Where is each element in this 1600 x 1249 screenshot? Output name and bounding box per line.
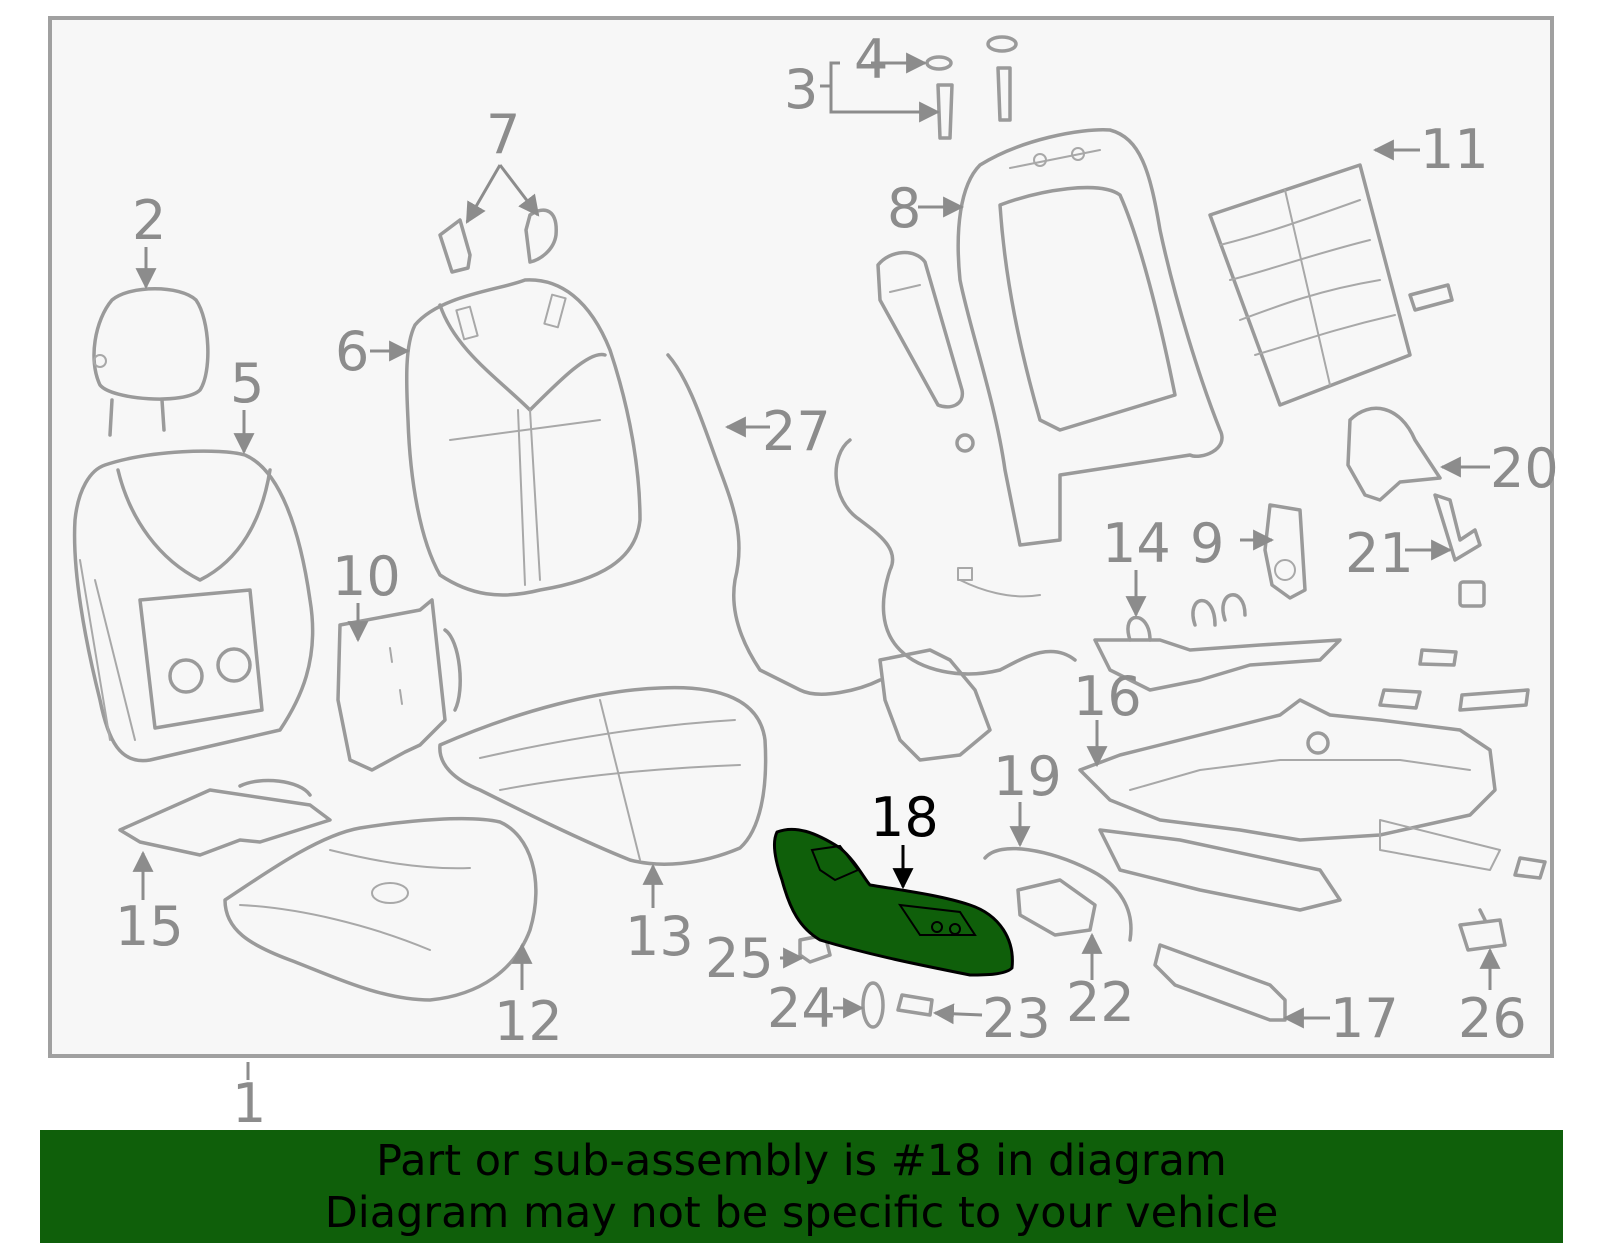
callout-12: 12 (494, 990, 563, 1053)
part-6-back-cushion (404, 278, 642, 597)
part-10-back-panel (336, 598, 462, 772)
leader-lines (132, 52, 1501, 1080)
callout-5: 5 (230, 352, 264, 415)
part-8-back-frame (956, 128, 1224, 547)
info-banner: Part or sub-assembly is #18 in diagram D… (40, 1130, 1563, 1243)
callout-10: 10 (332, 545, 401, 608)
callout-23: 23 (982, 987, 1051, 1050)
callout-13: 13 (625, 905, 694, 968)
part-27-wire-harness (666, 353, 1077, 762)
part-16-seat-frame (1078, 698, 1501, 912)
part-19-cable (983, 846, 1133, 942)
part-18-side-shield (773, 827, 1014, 977)
part-20-cover (1346, 406, 1442, 502)
callout-11: 11 (1420, 118, 1489, 181)
callout-20: 20 (1490, 437, 1559, 500)
part-23-switch (896, 993, 934, 1017)
callout-21: 21 (1345, 522, 1414, 585)
callout-27: 27 (762, 400, 831, 463)
callout-4: 4 (854, 28, 888, 91)
part-5-back-cover (72, 449, 315, 763)
part-2-headrest (92, 287, 210, 437)
part-12-cushion (223, 816, 538, 1002)
callout-3: 3 (784, 58, 818, 121)
callout-9: 9 (1190, 512, 1224, 575)
part-7-trim-clips (438, 208, 558, 274)
part-13-cushion-cover (438, 685, 768, 866)
callout-15: 15 (115, 895, 184, 958)
part-22-module (1016, 878, 1097, 937)
banner-line-1: Part or sub-assembly is #18 in diagram (376, 1135, 1227, 1186)
callout-22: 22 (1066, 971, 1135, 1034)
callout-24: 24 (767, 977, 836, 1040)
callout-26: 26 (1458, 987, 1527, 1050)
callout-2: 2 (132, 189, 166, 252)
part-14-cable (1093, 593, 1342, 692)
part-airbag-module (876, 250, 975, 453)
part-fasteners-right (1378, 648, 1547, 880)
callout-8: 8 (887, 177, 921, 240)
part-11-spring-mat (1208, 163, 1454, 407)
callout-6: 6 (335, 320, 369, 383)
banner-line-2: Diagram may not be specific to your vehi… (324, 1187, 1279, 1238)
callout-16: 16 (1073, 665, 1142, 728)
callout-1: 1 (232, 1072, 266, 1135)
callout-25: 25 (705, 927, 774, 990)
callout-17: 17 (1330, 987, 1399, 1050)
part-26-sensor (1458, 908, 1507, 952)
part-15-bracket (118, 778, 332, 857)
part-17-trim (1153, 943, 1287, 1022)
part-21-bracket (1433, 493, 1486, 608)
callout-14: 14 (1102, 512, 1171, 575)
callout-18: 18 (870, 786, 939, 849)
callout-7: 7 (486, 103, 520, 166)
callout-19: 19 (993, 745, 1062, 808)
